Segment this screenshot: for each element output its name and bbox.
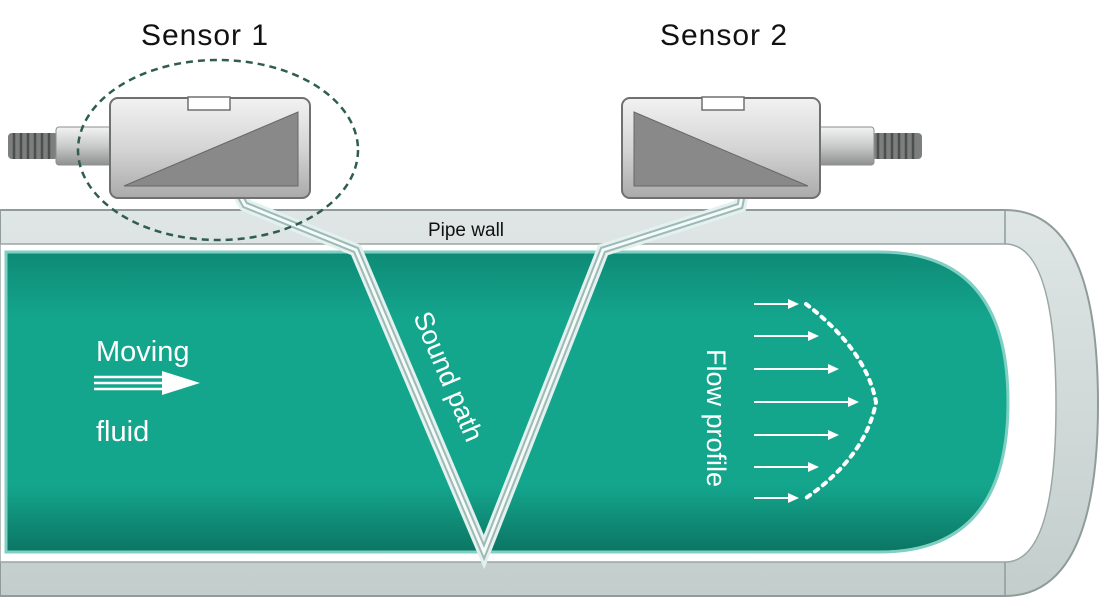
sensor-2-shaft xyxy=(815,126,875,166)
moving-fluid-indicator: Moving fluid xyxy=(94,336,200,448)
moving-label: Moving xyxy=(96,336,190,368)
fluid xyxy=(4,250,1010,554)
sensor-1-highlight-ellipse xyxy=(76,58,360,242)
sensor-1-face xyxy=(123,111,299,187)
fluid-label: fluid xyxy=(96,416,149,448)
flow-profile-curve xyxy=(804,302,879,500)
sensor-1-label: Sensor 1 xyxy=(141,19,269,52)
sensor-2-notch xyxy=(701,96,745,111)
sound-path-core-b xyxy=(210,144,754,556)
sensor-1-notch xyxy=(187,96,231,111)
triple-line-arrow-icon xyxy=(94,371,200,395)
sensor-2-label: Sensor 2 xyxy=(660,19,788,52)
sensor-2: Sensor 2 xyxy=(621,19,922,199)
threaded-connector-icon xyxy=(8,133,58,159)
flow-profile: Flow profile xyxy=(701,299,879,503)
pipe-wall-label: Pipe wall xyxy=(428,220,504,241)
arrow-right-icon xyxy=(754,299,859,503)
sensor-2-face xyxy=(633,111,809,187)
threaded-connector-icon xyxy=(872,133,922,159)
sensor-1: Sensor 1 xyxy=(8,19,360,242)
flow-profile-label: Flow profile xyxy=(701,349,731,487)
sensor-1-shaft xyxy=(55,126,115,166)
